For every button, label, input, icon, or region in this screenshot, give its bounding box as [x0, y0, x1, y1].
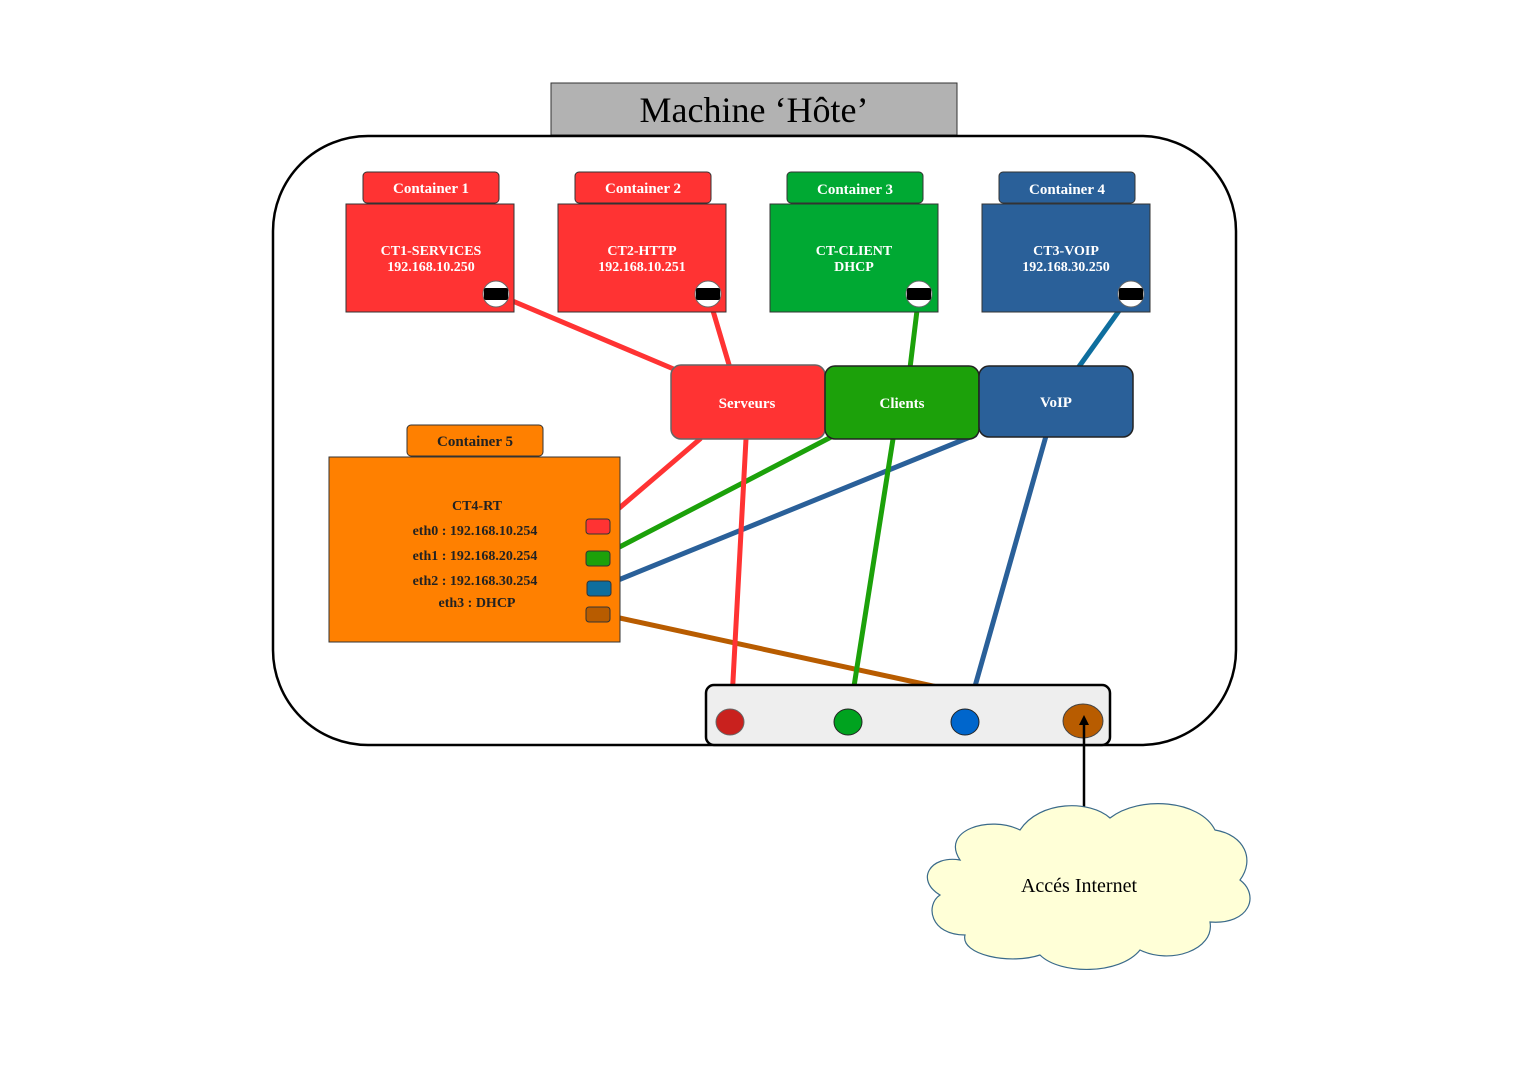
container-1[interactable]: Container 1 CT1-SERVICES 192.168.10.250 [345, 171, 515, 313]
eth0-port-icon [585, 518, 611, 535]
container-5-body [328, 456, 621, 643]
internet-label: Accés Internet [1021, 875, 1137, 897]
container-2-tab-label: Container 2 [605, 181, 681, 197]
container-1-detail: 192.168.10.250 [387, 260, 475, 275]
switch-voip-label: VoIP [1040, 395, 1072, 411]
container-4-tab-label: Container 4 [1029, 182, 1105, 198]
switch-voip[interactable]: VoIP [978, 365, 1134, 438]
container-2-detail: 192.168.10.251 [598, 260, 686, 275]
eth3-port-icon [585, 606, 611, 623]
container-3-name: CT-CLIENT [816, 244, 893, 259]
container-4-body [981, 203, 1151, 313]
link-serveurs-bridge [728, 436, 749, 721]
internet-cloud[interactable]: Accés Internet [927, 803, 1251, 971]
switch-serveurs-label: Serveurs [719, 396, 776, 412]
link-clients-eth1 [603, 432, 838, 557]
switch-clients[interactable]: Clients [824, 365, 980, 440]
link-ct1-serveurs [493, 291, 679, 373]
container-4[interactable]: Container 4 CT3-VOIP 192.168.30.250 [981, 171, 1151, 313]
container-5-router[interactable]: Container 5 CT4-RT eth0 : 192.168.10.254… [328, 424, 621, 643]
router-eth3: eth3 : DHCP [439, 596, 516, 611]
switch-clients-label: Clients [880, 396, 925, 412]
container-5-tab-label: Container 5 [437, 434, 513, 450]
link-voip-eth2 [603, 432, 978, 588]
host-nic-bridge [704, 683, 1112, 747]
container-3[interactable]: Container 3 CT-CLIENT DHCP [769, 171, 939, 313]
router-name: CT4-RT [452, 499, 503, 514]
container-4-name: CT3-VOIP [1033, 244, 1099, 259]
link-clients-bridge [846, 436, 896, 721]
container-1-tab [362, 171, 500, 204]
container-5-tab [406, 424, 544, 457]
router-eth2: eth2 : 192.168.30.254 [413, 574, 538, 589]
container-3-tab-label: Container 3 [817, 182, 893, 198]
switch-serveurs[interactable]: Serveurs [670, 364, 826, 440]
bridge-port-clients-icon [833, 708, 863, 736]
container-4-tab [998, 171, 1136, 204]
container-2[interactable]: Container 2 CT2-HTTP 192.168.10.251 [557, 171, 727, 313]
link-voip-bridge [963, 433, 1049, 721]
eth1-port-icon [585, 550, 611, 567]
router-eth0: eth0 : 192.168.10.254 [413, 524, 538, 539]
router-eth1: eth1 : 192.168.20.254 [413, 549, 538, 564]
container-1-name: CT1-SERVICES [381, 244, 482, 259]
bridge-port-voip-icon [950, 708, 980, 736]
container-3-detail: DHCP [834, 260, 874, 275]
bridge-port-serveurs-icon [715, 708, 745, 736]
host-title: Machine ‘Hôte’ [640, 90, 869, 130]
container-2-tab [574, 171, 712, 204]
container-1-tab-label: Container 1 [393, 181, 469, 197]
host-title-tab [550, 82, 958, 136]
container-4-detail: 192.168.30.250 [1022, 260, 1110, 275]
container-2-name: CT2-HTTP [607, 244, 677, 259]
eth2-port-icon [586, 580, 612, 597]
container-3-tab [786, 171, 924, 204]
